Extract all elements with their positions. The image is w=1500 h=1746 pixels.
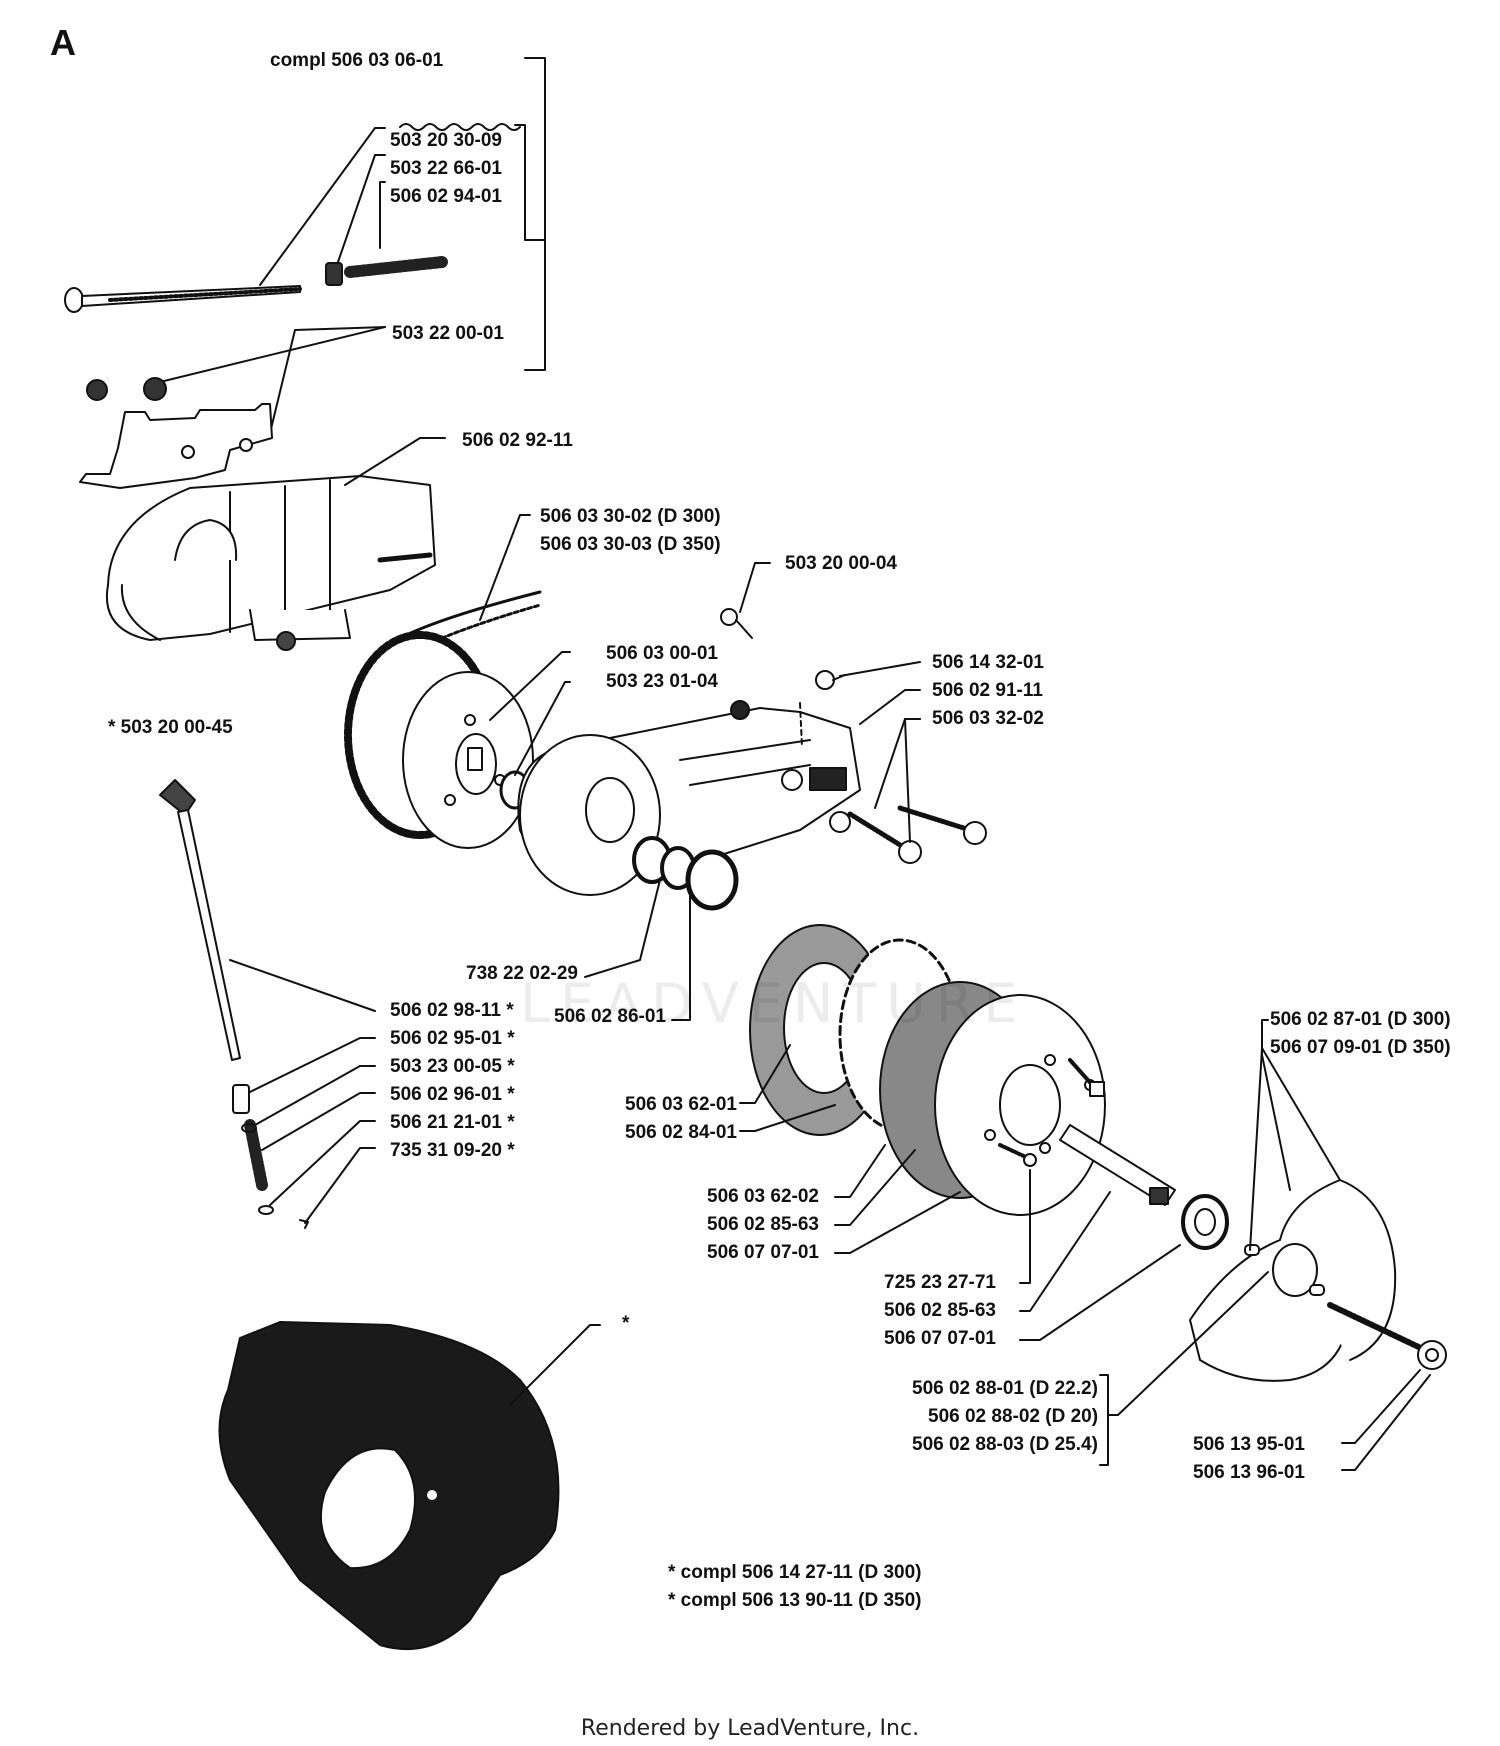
label-506-14-32-01: 506 14 32-01: [932, 652, 1044, 673]
rod-washers: [241, 1123, 309, 1229]
label-506-02-96-01: 506 02 96-01 *: [390, 1084, 515, 1105]
label-506-02-91-11: 506 02 91-11: [932, 680, 1043, 701]
label-506-07-07-01-b: 506 07 07-01: [884, 1328, 996, 1349]
nut: [325, 262, 343, 286]
label-506-03-32-02: 506 03 32-02: [932, 708, 1044, 729]
belt-cover: [105, 475, 436, 651]
label-506-13-95-01: 506 13 95-01: [1193, 1434, 1305, 1455]
bottom-belt-guard: [218, 1321, 560, 1651]
label-star: *: [622, 1313, 630, 1334]
label-503-23-00-05: 503 23 00-05 *: [390, 1056, 515, 1077]
label-503-20-30-09: 503 20 30-09: [390, 130, 502, 151]
label-506-02-88-01: 506 02 88-01 (D 22.2): [912, 1378, 1098, 1399]
section-letter: A: [50, 22, 76, 63]
mounting-plate: [79, 377, 273, 489]
label-506-02-94-01: 506 02 94-01: [390, 186, 502, 207]
label-compl-d350: * compl 506 13 90-11 (D 350): [668, 1590, 922, 1611]
footer-credit: Rendered by LeadVenture, Inc.: [580, 1716, 920, 1741]
label-506-02-98-11: 506 02 98-11 *: [390, 1000, 514, 1021]
bracket-compl-main: [524, 57, 546, 371]
label-506-02-85-63-a: 506 02 85-63: [707, 1214, 819, 1235]
screw-503-20-00-04: [720, 608, 753, 639]
label-506-02-88-03: 506 02 88-03 (D 25.4): [912, 1434, 1098, 1455]
bolt-506-03-32-02: [847, 805, 987, 864]
drive-pulley: [344, 631, 534, 849]
label-506-21-21-01: 506 21 21-01 *: [390, 1112, 515, 1133]
label-506-02-95-01: 506 02 95-01 *: [390, 1028, 515, 1049]
watermark: LEADVENTURE: [520, 972, 1028, 1035]
bearing: [632, 836, 739, 911]
label-506-02-85-63-b: 506 02 85-63: [884, 1300, 996, 1321]
washer: [1181, 1194, 1229, 1250]
label-738-22-02-29: 738 22 02-29: [466, 963, 578, 984]
label-compl-d300: * compl 506 14 27-11 (D 300): [668, 1562, 922, 1583]
label-725-23-27-71: 725 23 27-71: [884, 1272, 996, 1293]
adjusting-rod: [159, 779, 241, 1061]
label-506-07-07-01-a: 506 07 07-01: [707, 1242, 819, 1263]
label-506-02-92-11: 506 02 92-11: [462, 430, 573, 451]
label-506-03-00-01: 506 03 00-01: [606, 643, 718, 664]
label-506-13-96-01: 506 13 96-01: [1193, 1462, 1305, 1483]
label-506-02-86-01: 506 02 86-01: [554, 1006, 666, 1027]
clutch-housing: [517, 700, 861, 896]
label-506-02-87-01: 506 02 87-01 (D 300): [1270, 1009, 1451, 1030]
label-503-20-00-45: * 503 20 00-45: [108, 717, 233, 738]
label-506-03-62-02: 506 03 62-02: [707, 1186, 819, 1207]
label-503-22-66-01: 503 22 66-01: [390, 158, 502, 179]
label-506-03-30-02: 506 03 30-02 (D 300): [540, 506, 721, 527]
label-503-22-00-01: 503 22 00-01: [392, 323, 504, 344]
center-bolt: [1327, 1302, 1447, 1370]
screw-725-23-27-71: [998, 1143, 1037, 1167]
drive-shaft: [1059, 1124, 1176, 1206]
label-506-03-30-03: 506 03 30-03 (D 350): [540, 534, 721, 555]
sleeve: [232, 1084, 250, 1114]
bracket-centering-bushing: [1099, 1374, 1109, 1466]
label-506-03-62-01: 506 03 62-01: [625, 1094, 737, 1115]
rod-spring: [244, 1119, 268, 1191]
label-735-31-09-20: 735 31 09-20 *: [390, 1140, 515, 1161]
label-506-07-09-01: 506 07 09-01 (D 350): [1270, 1037, 1451, 1058]
bracket-bolt-group: [514, 124, 546, 241]
long-screw: [64, 285, 302, 313]
label-506-02-84-01: 506 02 84-01: [625, 1122, 737, 1143]
label-503-23-01-04: 503 23 01-04: [606, 671, 718, 692]
label-compl-main: compl 506 03 06-01: [270, 50, 444, 71]
wavy-separator: [399, 123, 521, 131]
label-503-20-00-04: 503 20 00-04: [785, 553, 897, 574]
screw-506-14-32-01: [815, 670, 846, 690]
compression-spring: [344, 256, 448, 278]
label-506-02-88-02: 506 02 88-02 (D 20): [928, 1406, 1099, 1427]
